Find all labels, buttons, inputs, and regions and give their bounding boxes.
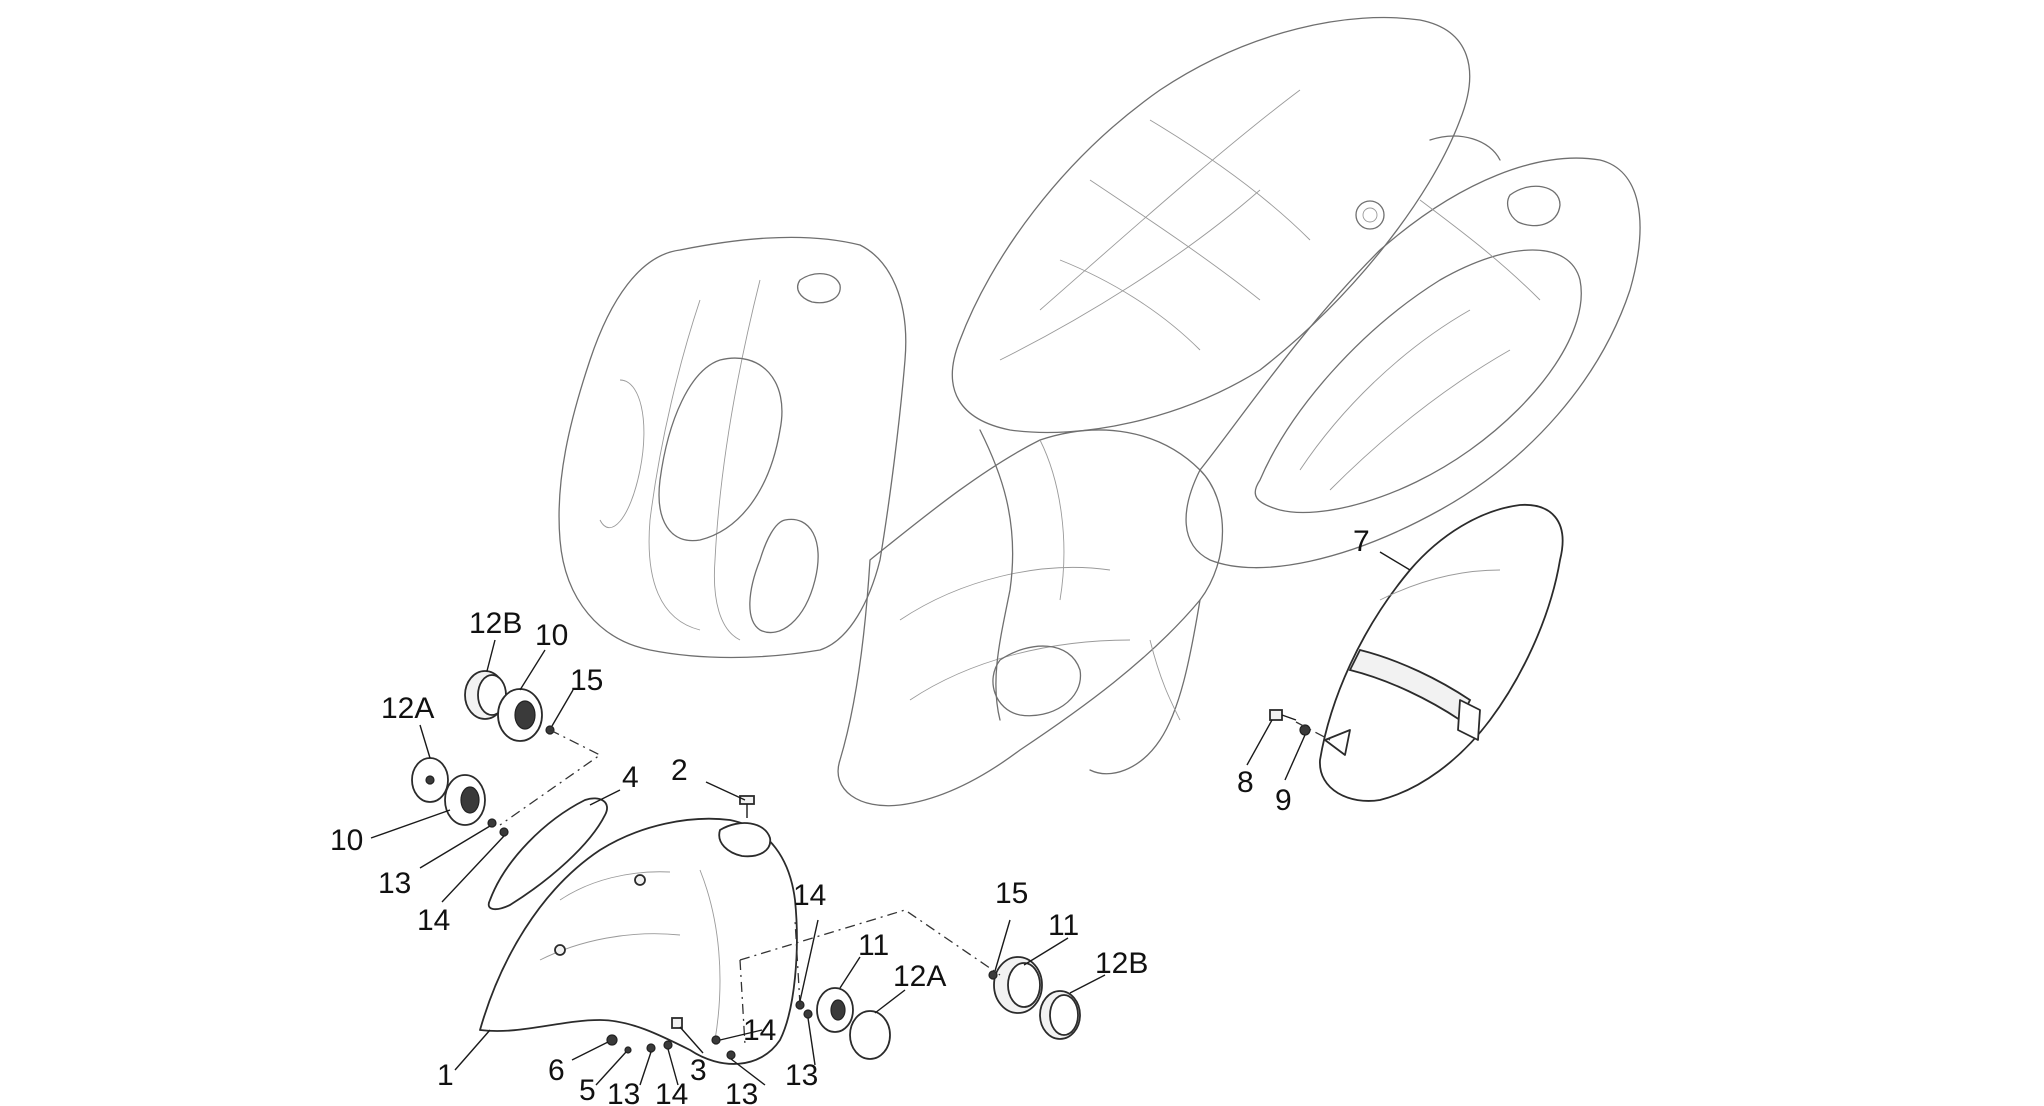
washer-14-left — [499, 827, 509, 837]
front-mudguard — [479, 817, 798, 1065]
callout-3: 3 — [690, 1054, 707, 1087]
cover-12a-right — [849, 1010, 891, 1060]
callout-13-bottom-a: 13 — [607, 1078, 640, 1106]
callout-2: 2 — [671, 754, 688, 787]
callout-13-left: 13 — [378, 867, 411, 900]
callout-5: 5 — [579, 1074, 596, 1106]
support-11-left — [816, 987, 854, 1033]
washer-13-right — [803, 1009, 813, 1019]
rear-mudguard — [1319, 504, 1564, 802]
cap-12b-left — [464, 670, 507, 720]
screw-2 — [739, 795, 755, 818]
callout-15-right: 15 — [995, 877, 1028, 910]
washer-14-bottom-b — [711, 1035, 721, 1045]
callout-10-lower: 10 — [330, 824, 363, 857]
screw-6 — [606, 1034, 618, 1046]
callout-8: 8 — [1237, 766, 1254, 799]
washer-13-left — [487, 818, 497, 828]
callout-labels: 1 2 3 4 5 6 7 8 9 10 10 11 11 12A 12A 12… — [330, 525, 1370, 1106]
washer-13-bottom-b — [726, 1050, 736, 1060]
callout-13-bottom-b: 13 — [725, 1078, 758, 1106]
washer-9 — [1299, 724, 1311, 736]
cap-12b-right — [1039, 990, 1081, 1040]
callout-14-left: 14 — [417, 904, 450, 937]
callout-1: 1 — [437, 1059, 454, 1092]
callout-12a-right: 12A — [893, 960, 946, 993]
support-11-right — [993, 956, 1043, 1014]
assembly-lines — [499, 721, 1331, 1046]
support-10-upper — [497, 688, 543, 742]
bracket-3 — [671, 1017, 683, 1029]
callout-12b-left: 12B — [469, 607, 522, 640]
washer-14-bottom-a — [663, 1040, 673, 1050]
cover-12a-left — [411, 757, 449, 803]
screw-8 — [1269, 709, 1297, 721]
callout-6: 6 — [548, 1054, 565, 1087]
leader-lines — [370, 551, 1411, 1086]
callout-12b-right: 12B — [1095, 947, 1148, 980]
callout-12a-left: 12A — [381, 692, 434, 725]
callout-10-upper: 10 — [535, 619, 568, 652]
callout-15-upper: 15 — [570, 664, 603, 697]
washer-5 — [624, 1046, 632, 1054]
callout-11-right: 11 — [1048, 909, 1079, 942]
support-10-lower — [444, 774, 486, 826]
callout-14-bottom-b: 14 — [743, 1014, 776, 1047]
washer-15-right — [988, 970, 998, 980]
callout-14-bottom-a: 14 — [655, 1078, 688, 1106]
callout-9: 9 — [1275, 784, 1292, 817]
mudguard-gasket — [487, 797, 608, 911]
callout-14-right: 14 — [793, 879, 826, 912]
callout-11-left: 11 — [858, 929, 889, 962]
callout-7: 7 — [1353, 525, 1370, 558]
callout-13-right: 13 — [785, 1059, 818, 1092]
scooter-body-outline — [558, 16, 1641, 807]
callout-4: 4 — [622, 761, 639, 794]
washer-13-bottom-a — [646, 1043, 656, 1053]
